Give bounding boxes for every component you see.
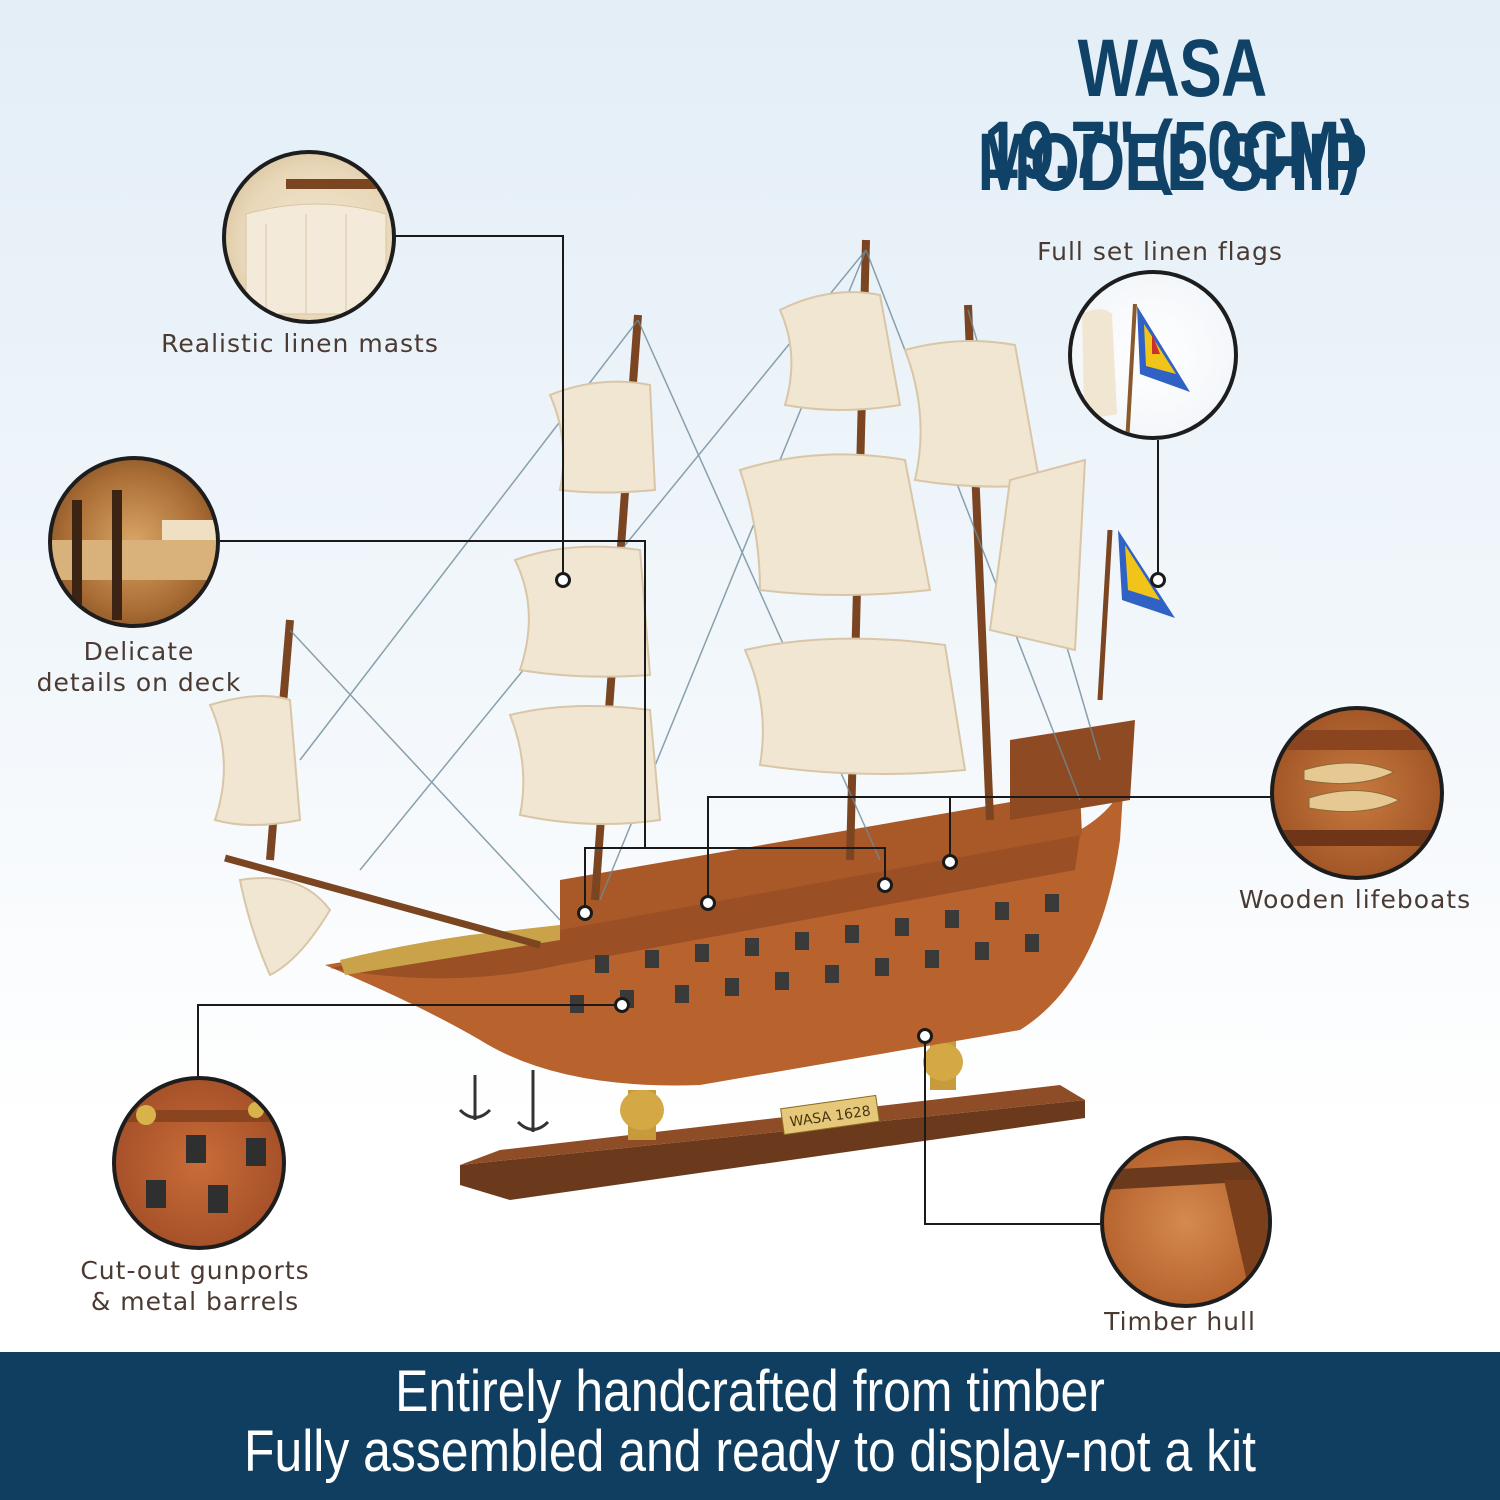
detail-circle-masts bbox=[222, 150, 396, 324]
detail-circle-deck bbox=[48, 456, 220, 628]
callout-dot-deck bbox=[577, 905, 593, 921]
label-masts: Realistic linen masts bbox=[161, 329, 439, 358]
callout-dot-lifeboats-2 bbox=[942, 854, 958, 870]
display-stand: WASA 1628 bbox=[460, 1040, 1085, 1200]
detail-circle-gunports bbox=[112, 1076, 286, 1250]
anchor-icon bbox=[458, 1070, 550, 1132]
label-lifeboats: Wooden lifeboats bbox=[1238, 885, 1472, 914]
banner-line2: Fully assembled and ready to display-not… bbox=[244, 1419, 1256, 1484]
callout-lines bbox=[197, 235, 1280, 1225]
callout-dot-flags bbox=[1150, 572, 1166, 588]
banner-line1: Entirely handcrafted from timber bbox=[395, 1359, 1105, 1424]
label-hull: Timber hull bbox=[1104, 1307, 1256, 1336]
callout-dot-lifeboats bbox=[700, 895, 716, 911]
product-size: 19.7" (50CM) bbox=[983, 105, 1361, 196]
callout-dot-masts bbox=[555, 572, 571, 588]
gunports bbox=[570, 894, 1059, 1013]
detail-circle-flags bbox=[1068, 270, 1238, 440]
ship-hull bbox=[325, 720, 1135, 1086]
callout-dot-gunports bbox=[614, 997, 630, 1013]
label-deck-line1: Delicate bbox=[83, 637, 195, 666]
ship-flag bbox=[1097, 529, 1175, 701]
label-gunports-line1: Cut-out gunports bbox=[80, 1256, 310, 1285]
detail-circle-hull bbox=[1100, 1136, 1272, 1308]
product-title: WASA MODEL SHIP bbox=[977, 23, 1367, 208]
label-gunports-line2: & metal barrels bbox=[90, 1287, 300, 1316]
detail-circle-lifeboats bbox=[1270, 706, 1444, 880]
label-flags: Full set linen flags bbox=[1037, 237, 1283, 266]
ship-sails bbox=[208, 291, 1087, 977]
callout-dot-hull bbox=[917, 1028, 933, 1044]
callout-dot-deck-2 bbox=[877, 877, 893, 893]
label-deck-line2: details on deck bbox=[36, 668, 242, 697]
bottom-banner: Entirely handcrafted from timber Fully a… bbox=[0, 1352, 1500, 1500]
nameplate bbox=[780, 1094, 880, 1136]
